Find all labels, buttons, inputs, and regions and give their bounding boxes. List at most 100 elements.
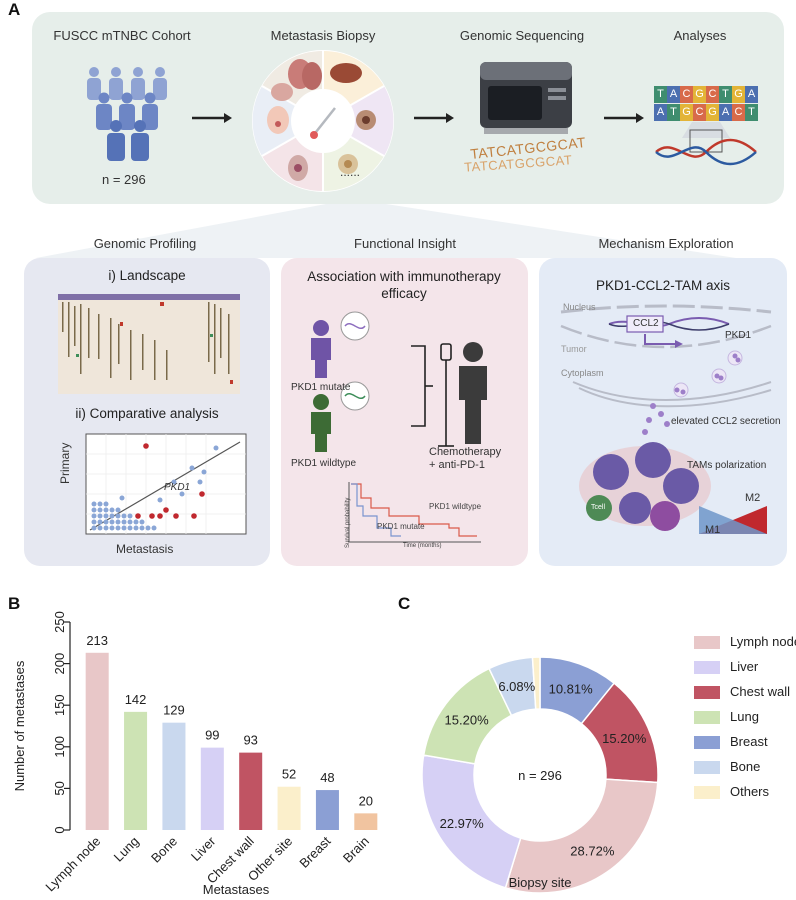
base-cell: A <box>667 86 680 103</box>
y-tick-label: 200 <box>52 653 67 675</box>
base-cell: C <box>680 86 693 103</box>
legend-label: Lung <box>730 709 759 724</box>
cohort-n-label: n = 296 <box>102 172 146 187</box>
treatment-line1: Chemotherapy <box>429 446 502 458</box>
km-survival-plot <box>348 482 481 543</box>
comparative-title: ii) Comparative analysis <box>75 406 219 421</box>
bar-value-label: 20 <box>359 793 373 808</box>
legend-item: Lung <box>694 709 794 725</box>
arrow-icon <box>604 113 644 123</box>
base-grid: T A C G C T G A A T G C G A C T <box>654 86 758 122</box>
step-title-analyses: Analyses <box>673 28 727 43</box>
y-tick-label: 0 <box>52 826 67 833</box>
scatter-x-label: Metastasis <box>116 542 174 556</box>
base-cell: C <box>693 104 706 121</box>
donut-value-label: 28.72% <box>570 844 615 859</box>
y-tick-label: 100 <box>52 736 67 758</box>
x-tick-label: Liver <box>188 833 219 864</box>
x-tick-label: Lymph node <box>42 834 103 895</box>
base-cell: A <box>745 86 758 103</box>
landscape-title: i) Landscape <box>108 268 186 283</box>
expansion-funnel <box>36 204 736 258</box>
legend-swatch <box>694 711 720 724</box>
ccl2-secretion-label: elevated CCL2 secretion <box>671 416 781 427</box>
biopsy-site-donut-chart: 10.81%15.20%28.72%22.97%15.20%6.08% n = … <box>421 656 659 894</box>
x-tick-label: Brain <box>340 834 372 866</box>
base-cell: A <box>719 104 732 121</box>
bar <box>200 747 224 830</box>
dna-helix-icon <box>655 122 757 166</box>
nucleus-label: Nucleus <box>563 302 596 312</box>
treatment-icon <box>411 342 487 447</box>
pkd1-point-label: PKD1 <box>164 482 191 493</box>
arrow-icon <box>192 113 232 123</box>
comparative-scatter-plot <box>85 433 247 535</box>
pkd1-label: PKD1 <box>725 330 752 341</box>
mechanism-title: PKD1-CCL2-TAM axis <box>595 278 731 293</box>
section-title-mechanism: Mechanism Exploration <box>598 236 734 251</box>
donut-value-label: 15.20% <box>602 731 647 746</box>
m2-label: M2 <box>745 492 761 504</box>
base-cell: G <box>732 86 745 103</box>
km-x-label: Time (months) <box>403 543 442 549</box>
km-y-label: Survival probability <box>345 497 351 548</box>
step-title-sequencing: Genomic Sequencing <box>459 28 585 43</box>
donut-slice <box>504 778 659 894</box>
bar <box>85 652 109 830</box>
legend-item: Others <box>694 784 794 800</box>
arrow-icon <box>414 113 454 123</box>
tam-polarization-label: TAMs polarization <box>687 460 767 471</box>
pkd1-mutate-label: PKD1 mutate <box>291 382 351 393</box>
base-cell: A <box>654 104 667 121</box>
bar <box>162 722 186 830</box>
km-mutate-label: PKD1 mutate <box>377 522 425 531</box>
step-title-biopsy: Metastasis Biopsy <box>270 28 376 43</box>
cohort-people-icon <box>87 67 167 161</box>
treatment-line2: + anti-PD-1 <box>429 459 485 471</box>
donut-value-label: 10.81% <box>549 681 594 696</box>
base-cell: T <box>654 86 667 103</box>
y-tick-label: 150 <box>52 694 67 716</box>
legend-swatch <box>694 736 720 749</box>
pkd1-wildtype-label: PKD1 wildtype <box>291 458 357 469</box>
legend-label: Breast <box>730 734 768 749</box>
panel-letter-a: A <box>8 0 21 19</box>
legend-label: Lymph node <box>730 634 796 649</box>
bar-value-label: 52 <box>282 767 296 782</box>
legend-item: Lymph node <box>694 634 796 650</box>
donut-center-label: n = 296 <box>518 768 562 783</box>
functional-title: Association with immunotherapy efficacy <box>307 269 501 301</box>
legend-item: Liver <box>694 659 794 675</box>
bar <box>315 790 339 830</box>
base-cell: C <box>706 86 719 103</box>
legend-swatch <box>694 761 720 774</box>
bar-value-label: 129 <box>163 703 185 718</box>
legend-item: Bone <box>694 759 794 775</box>
mechanism-card: PKD1-CCL2-TAM axis Nucleus CCL2 PKD1 Tum… <box>539 258 787 566</box>
donut-value-label: 15.20% <box>445 713 490 728</box>
base-cell: G <box>693 86 706 103</box>
base-cell: C <box>732 104 745 121</box>
base-cell: G <box>706 104 719 121</box>
km-wildtype-label: PKD1 wildtype <box>429 502 482 511</box>
sequencer-icon <box>480 62 572 134</box>
legend-label: Liver <box>730 659 759 674</box>
bar <box>277 786 301 830</box>
tcell-label: Tcell <box>591 504 606 511</box>
legend-swatch <box>694 661 720 674</box>
section-title-functional: Functional Insight <box>354 236 456 251</box>
bar-value-label: 48 <box>320 770 334 785</box>
base-cell: G <box>680 104 693 121</box>
donut-slice <box>531 656 541 710</box>
bar-value-label: 213 <box>86 633 108 648</box>
bar-value-label: 99 <box>205 728 219 743</box>
biopsy-more-label: ...... <box>340 165 361 179</box>
base-cell: T <box>719 86 732 103</box>
bar-chart-x-label: Metastases <box>203 882 270 897</box>
genomic-profiling-card: i) Landscape ii) Comparative analysis <box>24 258 270 566</box>
bar <box>354 813 378 830</box>
x-tick-label: Breast <box>296 833 333 870</box>
mechanism-diagram <box>560 304 772 534</box>
